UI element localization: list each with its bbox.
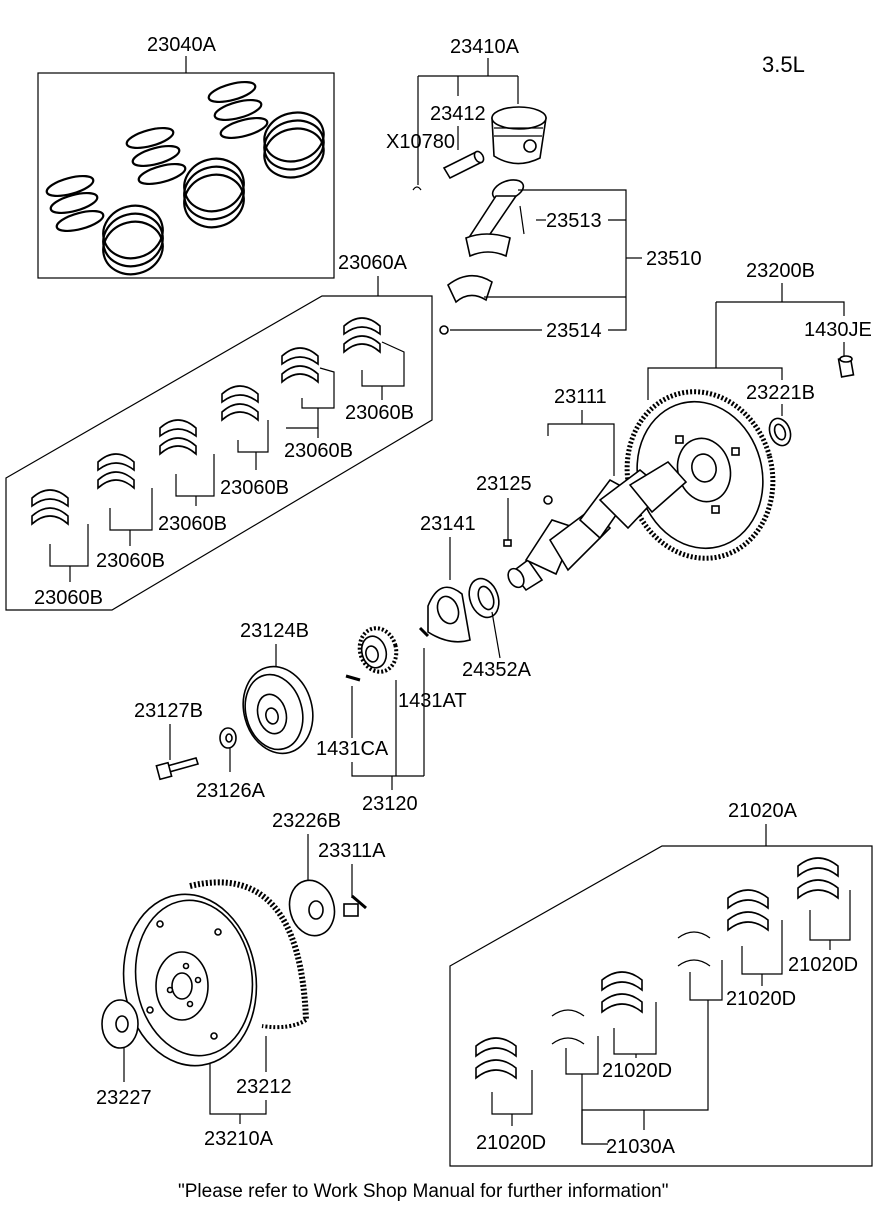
label-bolt-pulley[interactable]: 23127B — [134, 700, 203, 722]
flywheel-graphic — [624, 389, 776, 561]
label-bearing-6[interactable]: 23060B — [34, 587, 103, 609]
pulley-group: 23124B 1431AT 1431CA 23120 23127B — [134, 620, 467, 815]
label-con-rod-assy[interactable]: 23510 — [646, 248, 702, 270]
bushing-graphic — [837, 355, 855, 378]
snap-ring-graphic — [412, 186, 422, 191]
seal-graphic — [468, 577, 500, 619]
piston-pin-graphic — [442, 150, 485, 180]
spacer-graphic — [288, 879, 336, 937]
label-sprocket[interactable]: 23124B — [240, 620, 309, 642]
main-bearing-set-group: 21020A — [449, 800, 873, 1167]
label-main-bearing-4[interactable]: 21020D — [476, 1132, 546, 1154]
label-snap-ring[interactable]: X10780 — [386, 131, 455, 153]
conrod-bearing-set-group: 23060A — [5, 252, 433, 611]
label-bearing-pilot[interactable]: 23221B — [746, 382, 815, 404]
footer-note: "Please refer to Work Shop Manual for fu… — [178, 1181, 668, 1202]
pulley-bolt-graphic — [155, 757, 200, 781]
label-main-bearing-2[interactable]: 21020D — [726, 988, 796, 1010]
main-bearing-set-box — [449, 845, 873, 1167]
crank-sprocket-graphic — [357, 626, 399, 674]
label-bearing-3[interactable]: 23060B — [220, 477, 289, 499]
piston-conrod-group: 23410A 23412 X10780 — [386, 36, 702, 342]
piston-rings-graphic — [45, 80, 325, 276]
pilot-bearing-graphic — [768, 417, 792, 447]
drive-plate-graphic — [122, 893, 258, 1067]
label-main-bearing-1[interactable]: 21020D — [788, 954, 858, 976]
con-rod-graphic — [439, 179, 525, 335]
label-crankshaft[interactable]: 23111 — [554, 386, 607, 408]
label-ring-gear[interactable]: 23212 — [236, 1076, 292, 1098]
label-piston-assy[interactable]: 23410A — [450, 36, 520, 58]
label-key-ca[interactable]: 1431CA — [316, 738, 389, 760]
label-thrust-bearing[interactable]: 21030A — [606, 1136, 676, 1158]
conrod-bearing-set-box — [5, 295, 433, 611]
label-bearing-1[interactable]: 23060B — [345, 402, 414, 424]
label-drive-plate-assy[interactable]: 23210A — [204, 1128, 274, 1150]
label-plate-adapter[interactable]: 23227 — [96, 1087, 152, 1109]
label-plate-thrust[interactable]: 23141 — [420, 513, 476, 535]
adapter-plate-graphic — [101, 999, 139, 1049]
label-main-bearing-set[interactable]: 21020A — [728, 800, 798, 822]
piston-ring-set-group: 23040A — [37, 34, 335, 279]
damper-pulley-graphic — [242, 665, 314, 755]
flywheel-crank-group: 23200B 1430JE 23221B 23111 — [420, 260, 872, 681]
label-bearing-2[interactable]: 23060B — [284, 440, 353, 462]
drive-plate-group: 23226B 23311A — [96, 810, 386, 1150]
plug-2-graphic — [503, 539, 512, 547]
label-plug[interactable]: 23125 — [476, 473, 532, 495]
piston-graphic — [491, 106, 547, 165]
engine-displacement-label: 3.5L — [762, 52, 805, 77]
conrod-bearings-graphic — [31, 317, 381, 526]
label-key-at[interactable]: 1431AT — [398, 690, 467, 712]
label-spacer[interactable]: 23226B — [272, 810, 341, 832]
label-bushing[interactable]: 1430JE — [804, 319, 872, 341]
flywheel-bolt-graphic — [343, 894, 367, 917]
label-main-bearing-3[interactable]: 21020D — [602, 1060, 672, 1082]
label-pulley-assy[interactable]: 23120 — [362, 793, 418, 815]
label-bearing-set-con-rod[interactable]: 23060A — [338, 252, 408, 274]
label-piston[interactable]: 23412 — [430, 103, 486, 125]
ring-gear-graphic — [189, 879, 309, 1030]
crankshaft-graphic — [507, 460, 688, 592]
label-bearing-4[interactable]: 23060B — [158, 513, 227, 535]
thrust-plate-graphic — [427, 586, 471, 643]
label-bearing-5[interactable]: 23060B — [96, 550, 165, 572]
label-seal[interactable]: 24352A — [462, 659, 532, 681]
washer-graphic — [219, 727, 237, 749]
key-at-graphic — [418, 626, 430, 638]
label-nut-con-rod[interactable]: 23514 — [546, 320, 602, 342]
label-flywheel-assy[interactable]: 23200B — [746, 260, 815, 282]
label-bolt-flywheel[interactable]: 23311A — [318, 840, 386, 862]
label-piston-ring-set[interactable]: 23040A — [147, 34, 217, 56]
main-bearings-graphic — [475, 857, 839, 1080]
label-washer[interactable]: 23126A — [196, 780, 266, 802]
label-bolt-con-rod[interactable]: 23513 — [546, 210, 602, 232]
plug-graphic — [543, 495, 553, 505]
key-ca-graphic — [345, 674, 361, 682]
